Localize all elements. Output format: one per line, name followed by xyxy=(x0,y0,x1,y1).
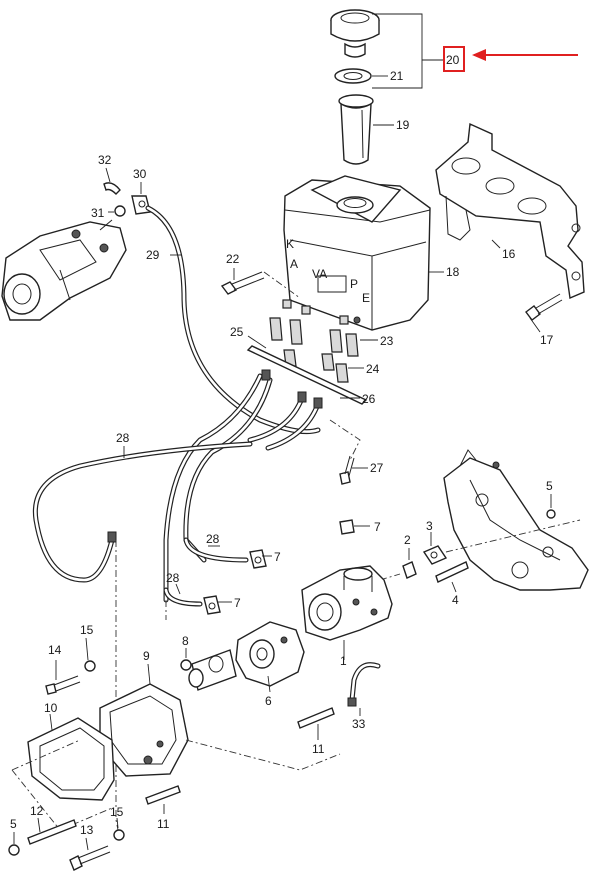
reservoir-bracket xyxy=(435,122,585,300)
callout-11-left: 11 xyxy=(157,817,170,831)
callout-15-top: 15 xyxy=(80,623,94,637)
callout-8: 8 xyxy=(182,634,189,648)
pushrod-4 xyxy=(435,561,469,583)
reservoir-cap xyxy=(330,9,380,58)
callout-12: 12 xyxy=(30,804,44,818)
callout-19: 19 xyxy=(396,118,410,132)
bolt-27 xyxy=(339,455,355,485)
callout-21: 21 xyxy=(390,69,404,83)
seal-ring-31 xyxy=(114,205,126,217)
reservoir-mark-k: K xyxy=(286,237,294,251)
reservoir-seal xyxy=(334,68,372,84)
callout-18: 18 xyxy=(446,265,460,279)
hose-28-c xyxy=(163,587,203,607)
callout-9: 9 xyxy=(143,649,150,663)
bolt-22 xyxy=(220,271,265,295)
cover-9 xyxy=(99,683,189,777)
callout-16: 16 xyxy=(502,247,516,261)
bolt-13 xyxy=(69,845,111,871)
reservoir-mark-va: VA xyxy=(312,267,327,281)
housing-6 xyxy=(188,621,305,691)
highlight-arrow-icon xyxy=(472,49,578,61)
callout-7-top: 7 xyxy=(374,520,381,534)
hose-clamp-strip xyxy=(246,345,368,405)
reservoir-mark-e: E xyxy=(362,291,370,305)
nut-5a xyxy=(546,509,556,519)
hose-28-long xyxy=(32,441,253,583)
bolt-12 xyxy=(27,819,77,845)
callout-30: 30 xyxy=(133,167,147,181)
callout-24: 24 xyxy=(366,362,380,376)
nut-2 xyxy=(402,561,417,579)
stud-11a xyxy=(297,707,335,729)
callout-7-low: 7 xyxy=(234,596,241,610)
engine-mount xyxy=(443,449,589,591)
reservoir-strainer xyxy=(338,94,374,165)
clip-32 xyxy=(103,182,121,195)
callout-1: 1 xyxy=(340,654,347,668)
callout-33: 33 xyxy=(352,717,366,731)
hose-bundle xyxy=(163,373,321,603)
callout-27: 27 xyxy=(370,461,384,475)
callout-31: 31 xyxy=(91,206,105,220)
callout-23: 23 xyxy=(380,334,394,348)
callout-25: 25 xyxy=(230,325,244,339)
highlight-box xyxy=(443,46,465,72)
callout-15-bottom: 15 xyxy=(110,805,124,819)
callout-14: 14 xyxy=(48,643,62,657)
highlighted-callout-20: 20 xyxy=(443,46,465,72)
callout-10: 10 xyxy=(44,701,58,715)
pipe-33 xyxy=(347,662,381,707)
callout-22: 22 xyxy=(226,252,240,266)
fitting-7a xyxy=(339,519,355,535)
callout-3: 3 xyxy=(426,519,433,533)
fitting-7c xyxy=(203,595,221,615)
reservoir-mark-a: A xyxy=(290,257,298,271)
pushrod-fork-3 xyxy=(422,545,448,565)
callout-5-bottom: 5 xyxy=(10,817,17,831)
callout-13: 13 xyxy=(80,823,94,837)
gasket-10 xyxy=(27,717,115,801)
master-cylinder xyxy=(301,565,393,641)
callout-5-top: 5 xyxy=(546,479,553,493)
hose-connectors-23 xyxy=(269,317,359,357)
bolt-14 xyxy=(45,675,81,695)
callout-20: 20 xyxy=(446,53,460,67)
callout-4: 4 xyxy=(452,593,459,607)
washer-15a xyxy=(84,660,96,672)
fitting-7b xyxy=(249,549,267,569)
booster-assembly xyxy=(1,219,127,321)
banjo-fitting-30 xyxy=(131,195,151,215)
callout-28-low: 28 xyxy=(166,571,180,585)
callout-28-long: 28 xyxy=(116,431,130,445)
nut-5b xyxy=(8,844,20,856)
hose-28-b xyxy=(183,537,249,563)
callout-29: 29 xyxy=(146,248,160,262)
bracket-bolt xyxy=(525,293,563,321)
callout-2: 2 xyxy=(404,533,411,547)
callout-26: 26 xyxy=(362,392,376,406)
seal-8 xyxy=(180,659,192,671)
callout-17: 17 xyxy=(540,333,554,347)
stud-11b xyxy=(145,785,181,805)
washer-15b xyxy=(113,829,125,841)
callout-6: 6 xyxy=(265,694,272,708)
callout-7-mid: 7 xyxy=(274,550,281,564)
callout-32: 32 xyxy=(98,153,112,167)
callout-28-mid: 28 xyxy=(206,532,220,546)
callout-11-right: 11 xyxy=(312,742,325,756)
hose-29 xyxy=(145,205,321,435)
brake-fluid-reservoir: K A VA P E xyxy=(282,175,431,331)
reservoir-mark-p: P xyxy=(350,277,358,291)
